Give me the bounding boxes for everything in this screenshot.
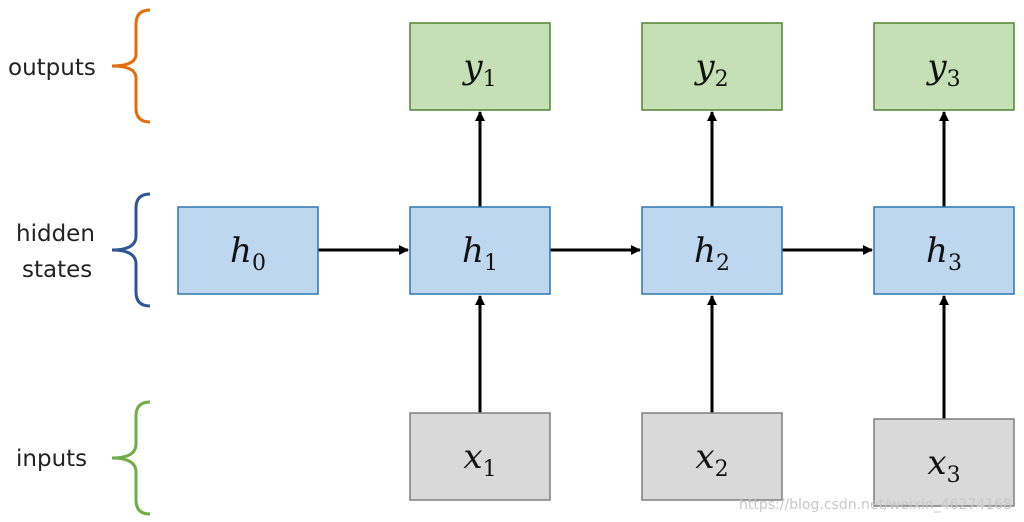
svg-text:h3: h3 <box>926 231 962 276</box>
input-node-x3: x3 <box>873 418 1015 507</box>
inputs-brace <box>111 400 151 516</box>
svg-text:h2: h2 <box>694 231 730 276</box>
output-node-y2: y2 <box>641 22 783 111</box>
input-arrows <box>475 295 949 419</box>
hidden-node-h1: h1 <box>409 206 551 295</box>
watermark: https://blog.csdn.net/weixin_46274168 <box>739 497 1012 513</box>
hidden-node-h0: h0 <box>177 206 319 295</box>
svg-text:y3: y3 <box>925 47 960 92</box>
outputs-brace <box>111 8 151 124</box>
svg-text:y1: y1 <box>461 47 496 92</box>
outputs-label: outputs <box>8 55 96 81</box>
hidden-node-h2: h2 <box>641 206 783 295</box>
svg-text:x2: x2 <box>695 437 728 482</box>
output-node-y3: y3 <box>873 22 1015 111</box>
input-node-x1: x1 <box>409 412 551 501</box>
inputs-label: inputs <box>16 446 87 472</box>
svg-text:x1: x1 <box>463 437 496 482</box>
svg-text:y2: y2 <box>693 47 728 92</box>
hidden-states-brace <box>111 192 151 308</box>
hidden-label-line2: states <box>22 257 92 283</box>
svg-text:h0: h0 <box>230 231 266 276</box>
input-node-x2: x2 <box>641 412 783 501</box>
svg-text:h1: h1 <box>462 231 498 276</box>
hidden-label-line1: hidden <box>16 221 95 247</box>
output-node-y1: y1 <box>409 22 551 111</box>
output-arrows <box>475 111 949 207</box>
hidden-node-h3: h3 <box>873 206 1015 295</box>
svg-text:x3: x3 <box>927 443 960 488</box>
